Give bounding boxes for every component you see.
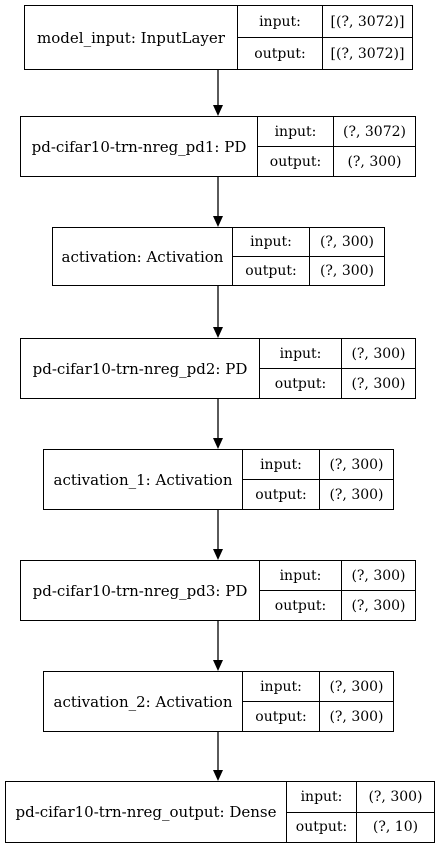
input-row: input: (?, 300) [260, 561, 415, 590]
output-key: output: [295, 819, 348, 836]
layer-io-table: input: (?, 300) output: (?, 300) [242, 672, 393, 731]
output-row: output: [(?, 3072)] [238, 37, 412, 69]
output-row: output: (?, 300) [233, 256, 384, 285]
input-key: input: [274, 123, 317, 140]
output-row: output: (?, 300) [243, 701, 393, 731]
layer-io-table: input: (?, 300) output: (?, 300) [259, 561, 415, 620]
input-shape: (?, 300) [341, 339, 415, 368]
input-shape: (?, 300) [356, 782, 434, 812]
layer-node-pd3: pd-cifar10-trn-nreg_pd3: PD input: (?, 300… [20, 560, 416, 621]
layer-io-table: input: (?, 3072) output: (?, 300) [257, 117, 415, 176]
output-key: output: [254, 45, 306, 62]
output-row: output: (?, 10) [287, 811, 434, 842]
input-key: input: [300, 788, 343, 805]
input-row: input: [(?, 3072)] [238, 6, 412, 37]
arrowhead-pd1 [213, 105, 223, 116]
output-row: output: (?, 300) [243, 479, 393, 509]
input-row: input: (?, 300) [287, 782, 434, 812]
layer-name: activation: Activation [61, 247, 224, 266]
output-shape: (?, 300) [341, 591, 415, 620]
layer-name: pd-cifar10-trn-nreg_pd2: PD [32, 359, 248, 378]
layer-name: pd-cifar10-trn-nreg_output: Dense [15, 803, 277, 821]
layer-io-table: input: [(?, 3072)] output: [(?, 3072)] [237, 6, 412, 69]
layer-io-table: input: (?, 300) output: (?, 300) [259, 339, 415, 398]
input-key: input: [260, 678, 302, 695]
input-row: input: (?, 3072) [258, 117, 415, 146]
output-key: output: [274, 597, 327, 614]
output-shape: (?, 300) [319, 702, 393, 731]
arrowhead-pd3 [213, 549, 223, 560]
layer-io-table: input: (?, 300) output: (?, 300) [242, 450, 393, 509]
output-key: output: [274, 375, 327, 392]
output-key: output: [255, 708, 307, 725]
arrowhead-output [213, 770, 223, 781]
layer-name: pd-cifar10-trn-nreg_pd3: PD [32, 581, 248, 600]
input-shape: (?, 300) [319, 450, 393, 479]
input-key: input: [260, 456, 302, 473]
layer-name: model_input: InputLayer [37, 28, 225, 47]
input-key: input: [250, 234, 292, 250]
arrowhead-pd2 [213, 327, 223, 338]
input-shape: (?, 300) [309, 228, 384, 256]
layer-node-model-input: model_input: InputLayer input: [(?, 3072)]… [24, 5, 413, 70]
output-key: output: [245, 263, 297, 279]
output-shape: (?, 300) [341, 369, 415, 398]
arrowhead-activation_1 [213, 438, 223, 449]
input-row: input: (?, 300) [260, 339, 415, 368]
input-shape: (?, 3072) [333, 117, 415, 146]
input-row: input: (?, 300) [243, 672, 393, 701]
input-key: input: [279, 345, 322, 362]
layer-io-table: input: (?, 300) output: (?, 10) [286, 782, 434, 842]
output-row: output: (?, 300) [258, 146, 415, 176]
input-key: input: [259, 13, 301, 30]
layer-name: activation_1: Activation [53, 470, 233, 489]
layer-node-pd1: pd-cifar10-trn-nreg_pd1: PD input: (?, 307… [20, 116, 416, 177]
output-key: output: [255, 486, 307, 503]
output-shape: (?, 10) [356, 812, 434, 842]
layer-name: pd-cifar10-trn-nreg_pd1: PD [31, 137, 247, 156]
output-row: output: (?, 300) [260, 368, 415, 398]
layer-node-output: pd-cifar10-trn-nreg_output: Dense input: (… [5, 781, 435, 843]
layer-io-table: input: (?, 300) output: (?, 300) [232, 228, 384, 285]
output-shape: (?, 300) [319, 480, 393, 509]
output-key: output: [269, 153, 322, 170]
output-shape: [(?, 3072)] [322, 38, 412, 69]
input-row: input: (?, 300) [243, 450, 393, 479]
output-row: output: (?, 300) [260, 590, 415, 620]
input-key: input: [279, 567, 322, 584]
input-shape: (?, 300) [319, 672, 393, 701]
input-shape: (?, 300) [341, 561, 415, 590]
output-shape: (?, 300) [309, 257, 384, 285]
arrowhead-activation [213, 216, 223, 227]
arrowhead-activation_2 [213, 660, 223, 671]
output-shape: (?, 300) [333, 147, 415, 176]
input-shape: [(?, 3072)] [322, 6, 412, 37]
layer-name: activation_2: Activation [53, 692, 233, 711]
input-row: input: (?, 300) [233, 228, 384, 256]
layer-node-pd2: pd-cifar10-trn-nreg_pd2: PD input: (?, 300… [20, 338, 416, 399]
